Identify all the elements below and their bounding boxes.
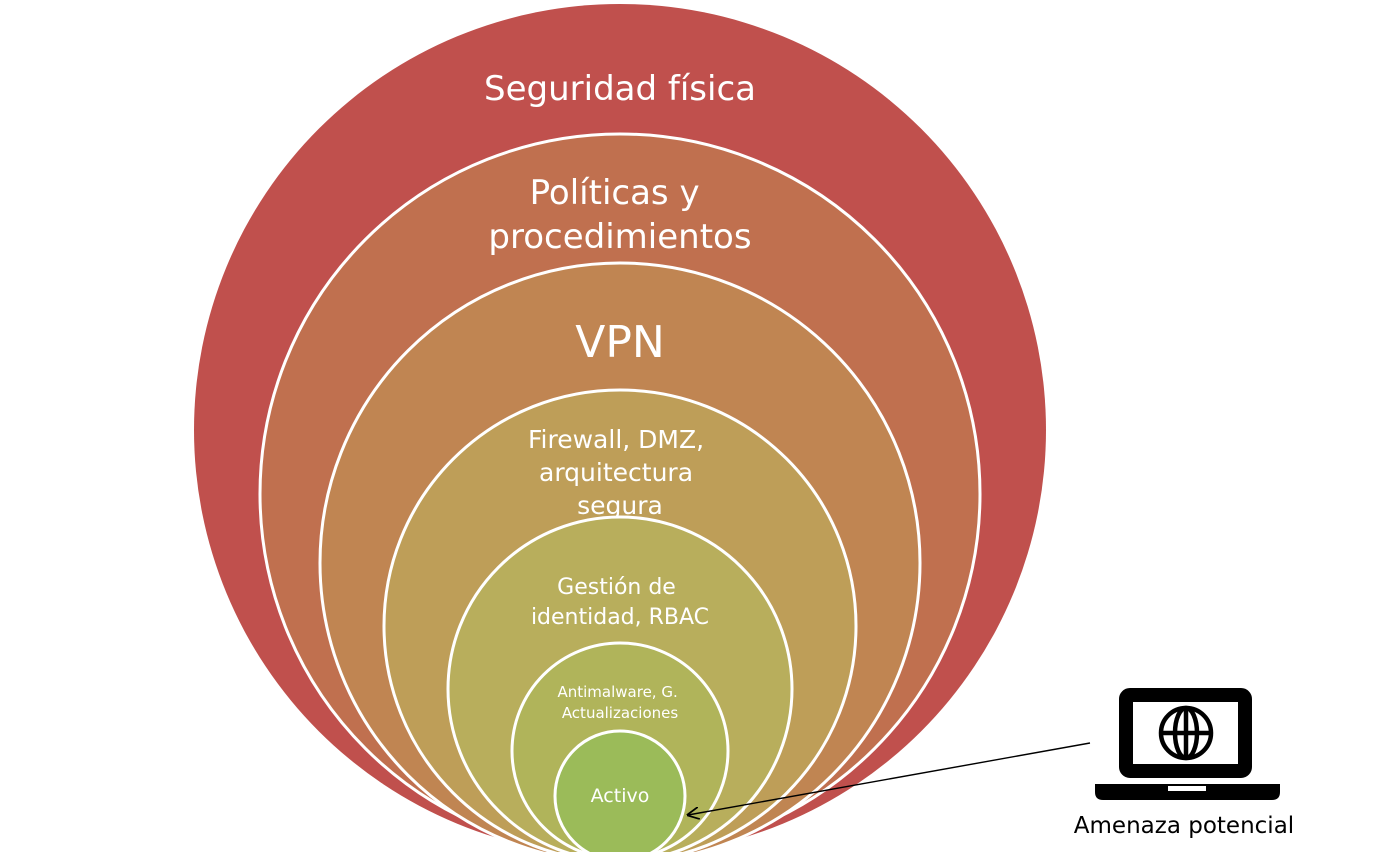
laptop-base-icon <box>1095 784 1280 800</box>
layer-label-gestion-identidad: Gestión de identidad, RBAC <box>531 575 709 630</box>
globe-icon <box>1158 705 1214 761</box>
layer-label-line: identidad, RBAC <box>531 605 709 630</box>
laptop-globe-icon <box>1095 688 1280 800</box>
layer-label-line: Seguridad física <box>484 69 756 109</box>
layer-label-line: Activo <box>591 785 650 807</box>
layer-label-line: Actualizaciones <box>562 704 679 722</box>
layer-label-activo: Activo <box>591 785 650 807</box>
layer-label-line: Políticas y <box>530 173 700 213</box>
layer-label-line: Gestión de <box>557 575 676 600</box>
layer-label-antimalware: Antimalware, G. Actualizaciones <box>557 683 682 722</box>
layer-label-firewall: Firewall, DMZ, arquitectura segura <box>528 425 712 520</box>
laptop-notch-icon <box>1168 786 1206 791</box>
layer-circle-activo <box>553 729 687 852</box>
layer-label-politicas: Políticas y procedimientos <box>488 173 751 257</box>
threat-arrow <box>688 742 1091 815</box>
layer-label-line: Firewall, DMZ, <box>528 425 704 454</box>
layer-label-line: segura <box>577 491 663 520</box>
threat-label: Amenaza potencial <box>1074 813 1294 839</box>
layer-label-line: Antimalware, G. <box>557 683 677 701</box>
layer-label-line: procedimientos <box>488 217 751 257</box>
layer-activo: Activo <box>553 729 687 852</box>
layer-label-vpn: VPN <box>575 317 665 368</box>
layer-label-seguridad-fisica: Seguridad física <box>484 69 756 109</box>
layer-label-line: arquitectura <box>539 458 693 487</box>
layer-label-line: VPN <box>575 317 665 368</box>
